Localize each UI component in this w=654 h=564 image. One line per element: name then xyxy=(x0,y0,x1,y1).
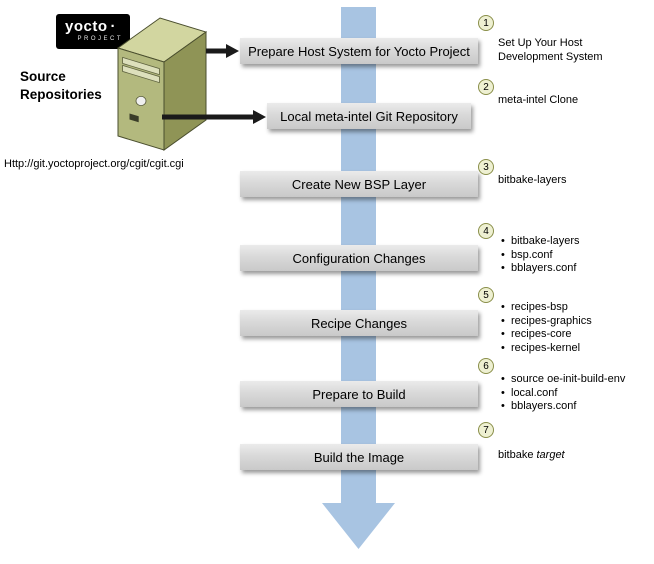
note-bullet: bblayers.conf xyxy=(500,400,625,414)
note-bullet: recipes-bsp xyxy=(500,301,592,315)
step-badge-5: 5 xyxy=(478,287,494,303)
step-badge-4: 4 xyxy=(478,223,494,239)
note-bullet: recipes-kernel xyxy=(500,342,592,356)
step-badge-7: 7 xyxy=(478,422,494,438)
step-box-4: Configuration Changes xyxy=(240,245,478,271)
repo-url: Http://git.yoctoproject.org/cgit/cgit.cg… xyxy=(4,158,184,170)
note-bullet: source oe-init-build-env xyxy=(500,373,625,387)
yocto-logo: yocto· PROJECT xyxy=(56,14,130,49)
step-badge-1: 1 xyxy=(478,15,494,31)
step-badge-3: 3 xyxy=(478,159,494,175)
step-note-1: Set Up Your Host Development System xyxy=(498,37,603,63)
step-box-7: Build the Image xyxy=(240,444,478,470)
note-bullet: bitbake-layers xyxy=(500,235,579,249)
step-box-1: Prepare Host System for Yocto Project xyxy=(240,38,478,64)
note-bullet: bblayers.conf xyxy=(500,262,579,276)
yocto-logo-tagline: PROJECT xyxy=(77,36,123,42)
step-note-3: bitbake-layers xyxy=(498,174,567,186)
note-italic-argument: target xyxy=(536,449,565,461)
note-bullet: local.conf xyxy=(500,387,625,401)
step-box-6: Prepare to Build xyxy=(240,381,478,407)
source-repositories-label: Source Repositories xyxy=(20,69,102,102)
computer-tower-icon xyxy=(116,17,208,151)
step-note-6: source oe-init-build-env local.conf bbla… xyxy=(500,373,625,414)
step-note-2: meta-intel Clone xyxy=(498,94,579,106)
note-bullet: recipes-graphics xyxy=(500,315,592,329)
note-bullet: bsp.conf xyxy=(500,249,579,263)
step-note-5: recipes-bsp recipes-graphics recipes-cor… xyxy=(500,301,592,355)
step-box-3: Create New BSP Layer xyxy=(240,171,478,197)
step-badge-2: 2 xyxy=(478,79,494,95)
yocto-logo-dot: · xyxy=(110,18,117,35)
step-box-2: Local meta-intel Git Repository xyxy=(267,103,471,129)
yocto-logo-brand: yocto· xyxy=(65,18,117,35)
step-box-5: Recipe Changes xyxy=(240,310,478,336)
step-badge-6: 6 xyxy=(478,358,494,374)
note-bullet: recipes-core xyxy=(500,328,592,342)
step-note-4: bitbake-layers bsp.conf bblayers.conf xyxy=(500,235,579,276)
